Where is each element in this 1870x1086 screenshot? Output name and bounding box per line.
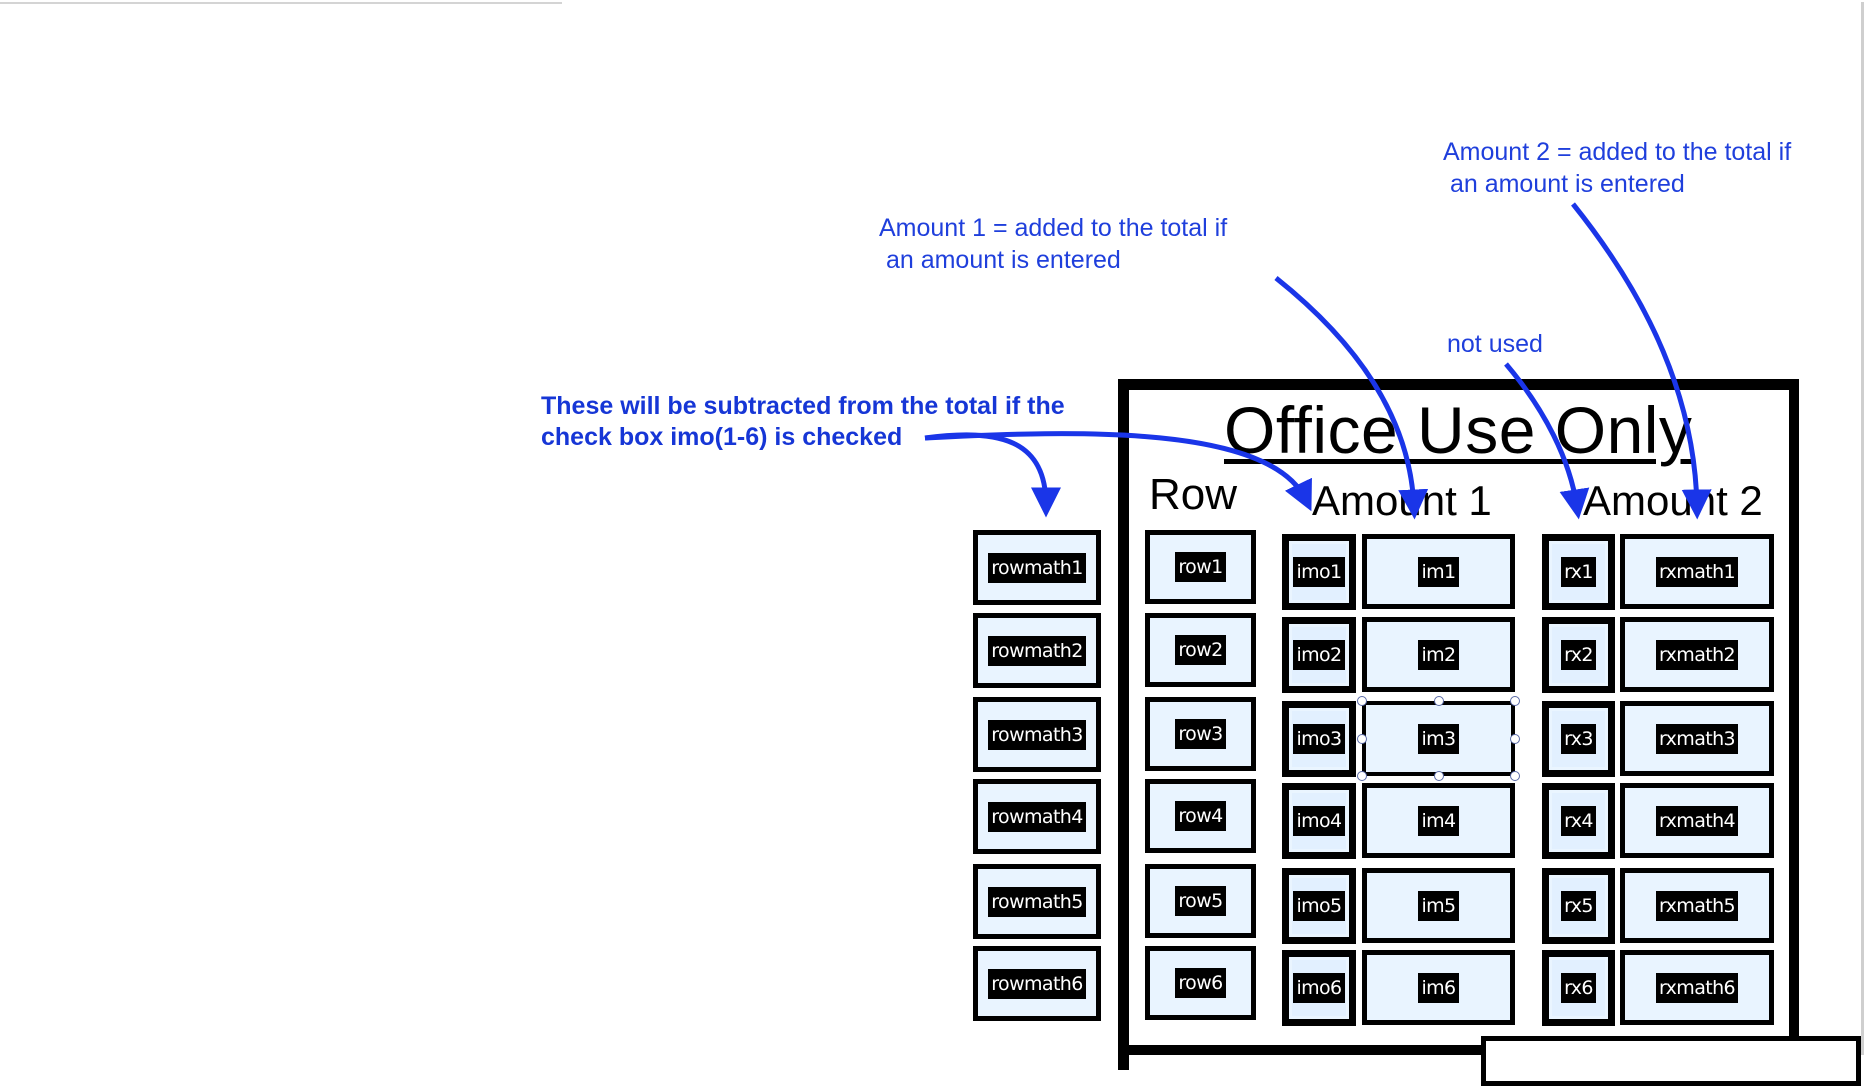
amount1-annotation: Amount 1 = added to the total if an amou… [879, 214, 1228, 274]
form-field-rowmath3[interactable]: rowmath3 [973, 697, 1101, 772]
top-divider [0, 2, 562, 4]
field-name-label: imo4 [1293, 806, 1345, 836]
row-column-header: Row [1149, 470, 1238, 519]
form-field-im1[interactable]: im1 [1362, 534, 1515, 609]
form-field-rxmath3[interactable]: rxmath3 [1620, 701, 1774, 776]
field-name-label: rx5 [1561, 891, 1596, 921]
office-use-only-box [1118, 379, 1799, 1070]
form-field-im5[interactable]: im5 [1362, 868, 1515, 943]
field-name-label: rx4 [1561, 806, 1596, 836]
form-field-row2[interactable]: row2 [1145, 613, 1256, 687]
field-name-label: rx2 [1561, 640, 1596, 670]
form-field-im3[interactable]: im3 [1362, 701, 1515, 776]
amount1-column-header: Amount 1 [1312, 477, 1492, 524]
form-field-rxmath2[interactable]: rxmath2 [1620, 617, 1774, 692]
field-name-label: im6 [1418, 972, 1459, 1003]
field-name-label: rowmath5 [988, 886, 1086, 917]
form-field-row3[interactable]: row3 [1145, 697, 1256, 771]
resize-handle[interactable] [1510, 771, 1520, 781]
subtract-annotation: These will be subtracted from the total … [541, 392, 1065, 451]
resize-handle[interactable] [1510, 696, 1520, 706]
form-field-row4[interactable]: row4 [1145, 779, 1256, 853]
field-name-label: rowmath1 [988, 552, 1086, 583]
resize-handle[interactable] [1357, 696, 1367, 706]
not-used-annotation: not used [1447, 330, 1543, 358]
form-field-rx4[interactable]: rx4 [1542, 783, 1615, 859]
form-field-rxmath6[interactable]: rxmath6 [1620, 950, 1774, 1025]
field-name-label: im5 [1418, 890, 1459, 921]
form-field-rx6[interactable]: rx6 [1542, 950, 1615, 1026]
form-field-rowmath5[interactable]: rowmath5 [973, 864, 1101, 939]
form-field-rx1[interactable]: rx1 [1542, 534, 1615, 610]
form-field-im4[interactable]: im4 [1362, 783, 1515, 858]
form-field-rx2[interactable]: rx2 [1542, 617, 1615, 693]
field-name-label: imo6 [1293, 973, 1345, 1003]
form-field-imo6[interactable]: imo6 [1282, 950, 1356, 1026]
form-field-rowmath2[interactable]: rowmath2 [973, 613, 1101, 688]
field-name-label: imo1 [1293, 557, 1345, 587]
field-name-label: rowmath2 [988, 635, 1086, 666]
form-field-rowmath6[interactable]: rowmath6 [973, 946, 1101, 1021]
field-name-label: row2 [1175, 635, 1226, 665]
field-name-label: rxmath6 [1655, 972, 1739, 1003]
field-name-label: rowmath4 [988, 801, 1086, 832]
field-name-label: row3 [1175, 719, 1226, 749]
form-field-row1[interactable]: row1 [1145, 530, 1256, 604]
field-name-label: row1 [1175, 552, 1226, 582]
resize-handle[interactable] [1433, 696, 1444, 706]
form-field-imo4[interactable]: imo4 [1282, 783, 1356, 859]
field-name-label: im3 [1418, 723, 1459, 754]
field-name-label: im1 [1418, 556, 1459, 587]
field-name-label: rowmath6 [988, 968, 1086, 999]
field-name-label: rx3 [1561, 724, 1596, 754]
field-name-label: rx6 [1561, 973, 1596, 1003]
amount2-annotation: Amount 2 = added to the total if an amou… [1443, 138, 1792, 198]
form-field-row6[interactable]: row6 [1145, 946, 1256, 1020]
field-name-label: rx1 [1561, 557, 1596, 587]
field-name-label: rxmath2 [1655, 639, 1739, 670]
form-field-rx3[interactable]: rx3 [1542, 701, 1615, 777]
field-name-label: im4 [1418, 805, 1459, 836]
form-field-rxmath5[interactable]: rxmath5 [1620, 868, 1774, 943]
field-name-label: row5 [1175, 886, 1226, 916]
form-field-rxmath4[interactable]: rxmath4 [1620, 783, 1774, 858]
resize-handle[interactable] [1357, 733, 1367, 744]
form-field-rxmath1[interactable]: rxmath1 [1620, 534, 1774, 609]
form-field-rowmath1[interactable]: rowmath1 [973, 530, 1101, 605]
form-field-imo2[interactable]: imo2 [1282, 617, 1356, 693]
resize-handle[interactable] [1357, 771, 1367, 781]
form-field-rowmath4[interactable]: rowmath4 [973, 779, 1101, 854]
field-name-label: rowmath3 [988, 719, 1086, 750]
form-field-rx5[interactable]: rx5 [1542, 868, 1615, 944]
field-name-label: rxmath4 [1655, 805, 1739, 836]
amount2-column-header: Amount 2 [1583, 477, 1763, 524]
field-name-label: rxmath1 [1655, 556, 1739, 587]
field-name-label: im2 [1418, 639, 1459, 670]
field-name-label: row4 [1175, 801, 1226, 831]
form-field-im6[interactable]: im6 [1362, 950, 1515, 1025]
office-box-bottom-edge [1118, 1045, 1488, 1055]
resize-handle[interactable] [1433, 771, 1444, 781]
form-field-im2[interactable]: im2 [1362, 617, 1515, 692]
form-field-imo1[interactable]: imo1 [1282, 534, 1356, 610]
resize-handle[interactable] [1510, 733, 1520, 744]
form-field-imo5[interactable]: imo5 [1282, 868, 1356, 944]
lower-form-box [1481, 1036, 1861, 1086]
office-use-only-heading: Office Use Only [1224, 393, 1693, 467]
form-field-imo3[interactable]: imo3 [1282, 701, 1356, 777]
field-name-label: rxmath5 [1655, 890, 1739, 921]
field-name-label: imo5 [1293, 891, 1345, 921]
field-name-label: imo3 [1293, 724, 1345, 754]
field-name-label: rxmath3 [1655, 723, 1739, 754]
field-name-label: row6 [1175, 968, 1226, 998]
field-name-label: imo2 [1293, 640, 1345, 670]
page-edge-scrollbar [1861, 2, 1864, 1055]
form-field-row5[interactable]: row5 [1145, 864, 1256, 938]
